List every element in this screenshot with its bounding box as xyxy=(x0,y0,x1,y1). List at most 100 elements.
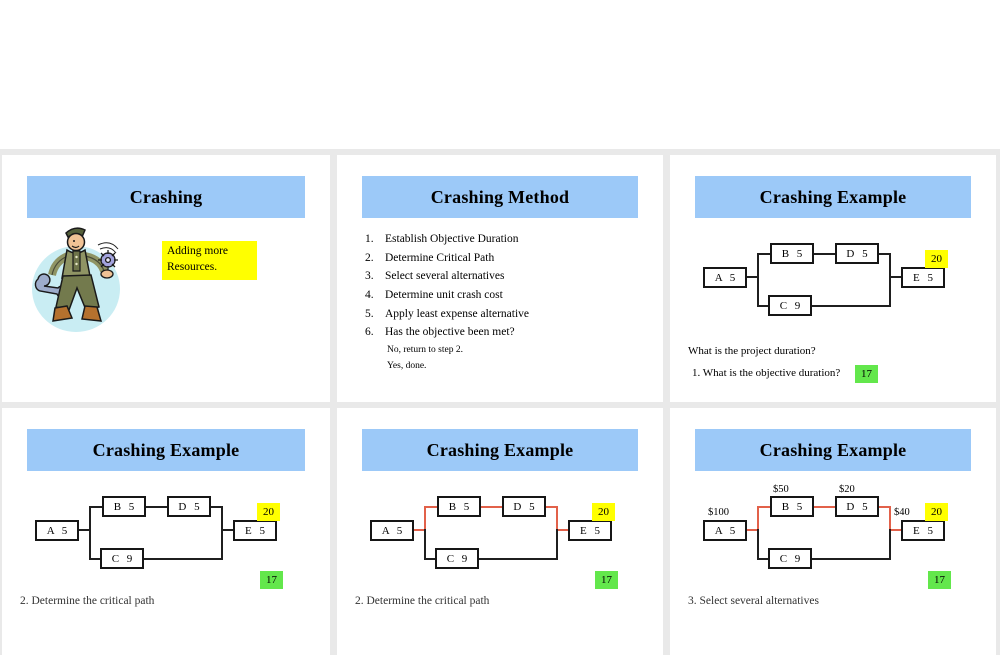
step-number: 1. xyxy=(365,233,374,246)
node-c: C 9 xyxy=(100,548,144,569)
edge-right-vertical-bottom xyxy=(889,276,891,307)
list-item: 2. Determine Critical Path xyxy=(365,249,655,268)
edge-a-junction xyxy=(79,529,90,531)
activity-network-diagram-critical-path: A 5 B 5 D 5 C 9 E 5 20 17 xyxy=(337,408,663,655)
step-text: Has the objective been met? xyxy=(385,326,515,339)
edge-a-junction-critical xyxy=(747,529,758,531)
node-b: B 5 xyxy=(437,496,481,517)
slide-crashing-example-2[interactable]: Crashing Example A 5 B 5 D 5 C 9 E 5 20 … xyxy=(2,408,330,655)
slide-title-bar: Crashing xyxy=(27,176,305,218)
slide-crashing-example-4[interactable]: Crashing Example $100 $50 $20 $40 A 5 B … xyxy=(670,408,996,655)
adding-resources-callout: Adding more Resources. xyxy=(162,241,257,280)
step-number: 3. xyxy=(365,270,374,283)
step-text: Select several alternatives xyxy=(385,270,505,283)
slide-title-bar: Crashing Example xyxy=(695,176,971,218)
blank-slide-area xyxy=(0,0,1000,149)
edge-left-vertical-top-critical xyxy=(424,506,426,531)
worker-with-wrench-and-gear-icon xyxy=(30,223,122,335)
edge-right-vertical-bottom xyxy=(556,529,558,560)
node-c: C 9 xyxy=(435,548,479,569)
step-text: Establish Objective Duration xyxy=(385,233,519,246)
node-e: E 5 xyxy=(901,520,945,541)
objective-badge: 17 xyxy=(855,365,878,383)
activity-network-diagram: A 5 B 5 D 5 C 9 E 5 20 xyxy=(670,155,996,402)
edge-b-d-critical xyxy=(814,506,835,508)
list-item: 4. Determine unit crash cost xyxy=(365,286,655,305)
question-clipped: 2. Determine the critical path xyxy=(20,595,155,607)
edge-right-vertical-top xyxy=(221,506,223,531)
crash-cost-e: $40 xyxy=(894,507,910,518)
edge-a-junction-critical xyxy=(414,529,425,531)
edge-a-junction xyxy=(747,276,758,278)
question-objective-duration: 1. What is the objective duration? xyxy=(692,367,841,379)
node-c: C 9 xyxy=(768,548,812,569)
slide-title-bar: Crashing Method xyxy=(362,176,638,218)
objective-badge: 17 xyxy=(595,571,618,589)
slide-title-bar: Crashing Example xyxy=(695,429,971,471)
edge-junction-c xyxy=(91,558,100,560)
edge-left-vertical-bottom xyxy=(757,529,759,560)
edge-b-d xyxy=(146,506,167,508)
substep-no: No, return to step 2. xyxy=(387,344,463,355)
duration-badge: 20 xyxy=(925,503,948,521)
edge-b-d-critical xyxy=(481,506,502,508)
edge-c-junction xyxy=(479,558,558,560)
node-d: D 5 xyxy=(167,496,211,517)
slide-title: Crashing Example xyxy=(759,186,907,207)
objective-badge: 17 xyxy=(260,571,283,589)
step-text: Apply least expense alternative xyxy=(385,307,530,320)
crash-cost-b: $50 xyxy=(773,484,789,495)
edge-d-junction xyxy=(879,253,889,255)
node-b: B 5 xyxy=(770,496,814,517)
activity-network-diagram: A 5 B 5 D 5 C 9 E 5 20 17 xyxy=(2,408,330,655)
edge-junction-c xyxy=(759,558,768,560)
step-text: Determine Critical Path xyxy=(385,251,495,264)
node-a: A 5 xyxy=(703,267,747,288)
edge-junction-b-critical xyxy=(759,506,770,508)
edge-c-junction xyxy=(144,558,223,560)
callout-line1: Adding more xyxy=(167,245,229,257)
node-a: A 5 xyxy=(703,520,747,541)
duration-badge: 20 xyxy=(257,503,280,521)
node-d: D 5 xyxy=(835,243,879,264)
edge-junction-c xyxy=(426,558,435,560)
slide-title: Crashing Example xyxy=(92,439,240,460)
edge-left-vertical-top-critical xyxy=(757,506,759,531)
objective-badge: 17 xyxy=(928,571,951,589)
node-a: A 5 xyxy=(370,520,414,541)
substep-yes: Yes, done. xyxy=(387,360,427,371)
node-b: B 5 xyxy=(770,243,814,264)
node-e: E 5 xyxy=(901,267,945,288)
slide-title: Crashing Example xyxy=(426,439,574,460)
edge-left-vertical-top xyxy=(89,506,91,531)
edge-right-vertical-top-critical xyxy=(556,506,558,531)
slide-title: Crashing Method xyxy=(430,186,570,207)
list-item: 1. Establish Objective Duration xyxy=(365,230,655,249)
list-item: 6. Has the objective been met? xyxy=(365,323,655,342)
list-item: 5. Apply least expense alternative xyxy=(365,304,655,323)
step-number: 6. xyxy=(365,326,374,339)
method-steps-list: 1. Establish Objective Duration 2. Deter… xyxy=(365,230,655,374)
slide-crashing[interactable]: Crashing xyxy=(2,155,330,402)
edge-junction-c xyxy=(759,305,768,307)
node-d: D 5 xyxy=(502,496,546,517)
edge-d-junction-critical xyxy=(546,506,556,508)
slide-crashing-example-3[interactable]: Crashing Example A 5 B 5 D 5 C 9 E 5 20 … xyxy=(337,408,663,655)
slide-crashing-example-1[interactable]: Crashing Example A 5 B 5 D 5 C 9 E 5 20 … xyxy=(670,155,996,402)
edge-left-vertical-bottom xyxy=(89,529,91,560)
edge-right-vertical-bottom xyxy=(221,529,223,560)
slide-crashing-method[interactable]: Crashing Method 1. Establish Objective D… xyxy=(337,155,663,402)
crash-cost-d: $20 xyxy=(839,484,855,495)
slide-title-bar: Crashing Example xyxy=(362,429,638,471)
edge-b-d xyxy=(814,253,835,255)
list-item: 3. Select several alternatives xyxy=(365,267,655,286)
duration-badge: 20 xyxy=(925,250,948,268)
question-clipped: 3. Select several alternatives xyxy=(688,595,819,607)
edge-d-junction-critical xyxy=(879,506,889,508)
step-number: 4. xyxy=(365,289,374,302)
edge-left-vertical-bottom xyxy=(424,529,426,560)
slide-title-bar: Crashing Example xyxy=(27,429,305,471)
edge-junction-b xyxy=(91,506,102,508)
node-a: A 5 xyxy=(35,520,79,541)
edge-left-vertical-top xyxy=(757,253,759,278)
